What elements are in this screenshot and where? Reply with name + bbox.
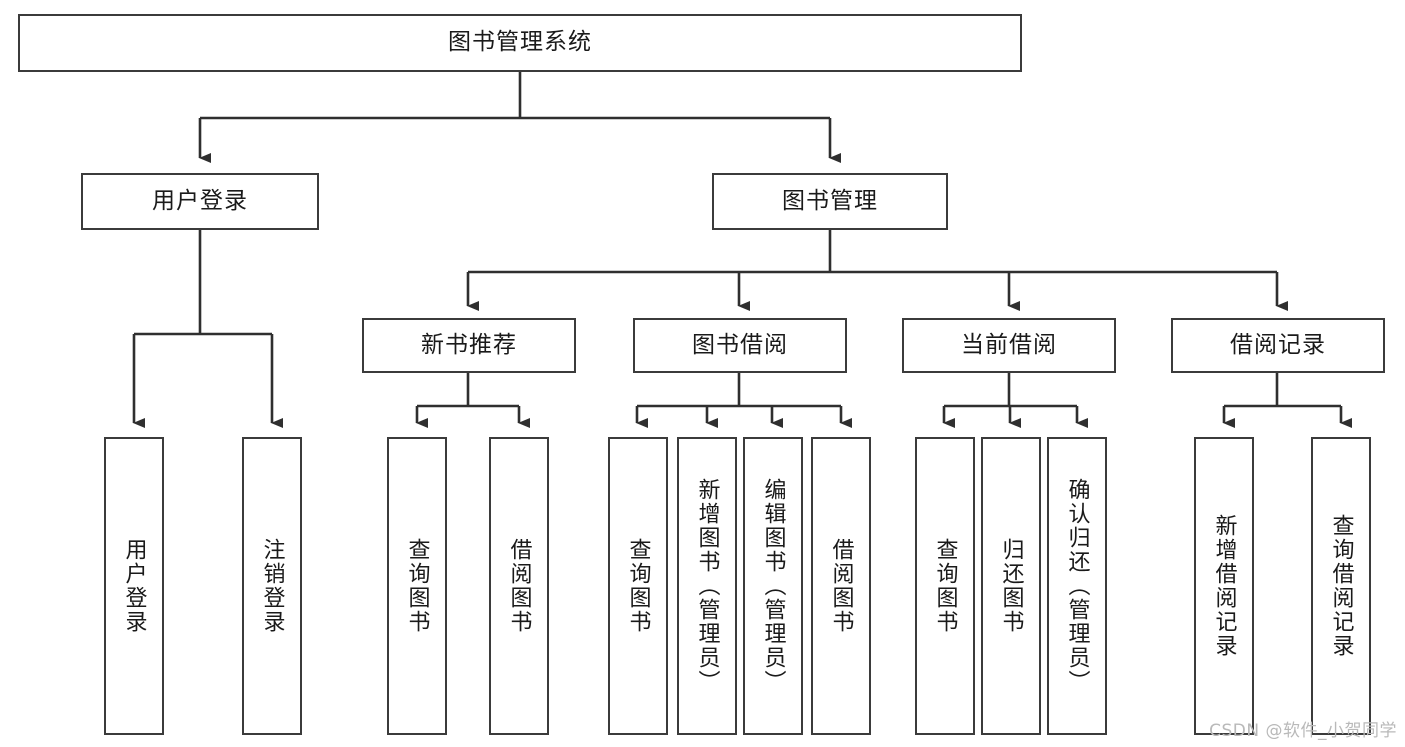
node-leaf-add-book-label: 新增图书（管理员）: [694, 478, 720, 694]
csdn-watermark: CSDN @软件_小贺同学: [1209, 721, 1397, 741]
node-borrow-record[interactable]: 借阅记录: [1171, 318, 1385, 373]
node-book-management-label: 图书管理: [782, 187, 878, 214]
node-leaf-query-record[interactable]: 查询借阅记录: [1311, 437, 1371, 735]
node-current-borrow[interactable]: 当前借阅: [902, 318, 1116, 373]
node-borrow-record-label: 借阅记录: [1230, 331, 1326, 358]
node-root-label: 图书管理系统: [448, 29, 592, 56]
node-leaf-query-book-2[interactable]: 查询图书: [608, 437, 668, 735]
node-leaf-confirm-return-label: 确认归还（管理员）: [1064, 478, 1090, 694]
node-leaf-borrow-book-1-label: 借阅图书: [506, 538, 532, 634]
node-leaf-user-logout-label: 注销登录: [259, 538, 285, 634]
node-leaf-return-book[interactable]: 归还图书: [981, 437, 1041, 735]
node-leaf-user-login[interactable]: 用户登录: [104, 437, 164, 735]
node-user-login-label: 用户登录: [152, 187, 248, 214]
node-current-borrow-label: 当前借阅: [961, 331, 1057, 358]
node-leaf-edit-book[interactable]: 编辑图书（管理员）: [743, 437, 803, 735]
node-book-management[interactable]: 图书管理: [712, 173, 948, 230]
node-leaf-query-book-1[interactable]: 查询图书: [387, 437, 447, 735]
node-leaf-confirm-return[interactable]: 确认归还（管理员）: [1047, 437, 1107, 735]
node-new-book-recommend-label: 新书推荐: [421, 331, 517, 358]
node-book-borrow-label: 图书借阅: [692, 331, 788, 358]
node-leaf-user-logout[interactable]: 注销登录: [242, 437, 302, 735]
node-leaf-return-book-label: 归还图书: [998, 538, 1024, 634]
node-leaf-query-book-3-label: 查询图书: [932, 538, 958, 634]
node-leaf-query-record-label: 查询借阅记录: [1328, 514, 1354, 658]
node-leaf-add-record[interactable]: 新增借阅记录: [1194, 437, 1254, 735]
node-leaf-query-book-2-label: 查询图书: [625, 538, 651, 634]
node-leaf-borrow-book-2[interactable]: 借阅图书: [811, 437, 871, 735]
node-leaf-edit-book-label: 编辑图书（管理员）: [760, 478, 786, 694]
node-leaf-add-record-label: 新增借阅记录: [1211, 514, 1237, 658]
node-leaf-add-book[interactable]: 新增图书（管理员）: [677, 437, 737, 735]
node-leaf-query-book-1-label: 查询图书: [404, 538, 430, 634]
node-leaf-user-login-label: 用户登录: [121, 538, 147, 634]
node-book-borrow[interactable]: 图书借阅: [633, 318, 847, 373]
node-root[interactable]: 图书管理系统: [18, 14, 1022, 72]
node-user-login[interactable]: 用户登录: [81, 173, 319, 230]
node-new-book-recommend[interactable]: 新书推荐: [362, 318, 576, 373]
node-leaf-borrow-book-1[interactable]: 借阅图书: [489, 437, 549, 735]
node-leaf-borrow-book-2-label: 借阅图书: [828, 538, 854, 634]
node-leaf-query-book-3[interactable]: 查询图书: [915, 437, 975, 735]
